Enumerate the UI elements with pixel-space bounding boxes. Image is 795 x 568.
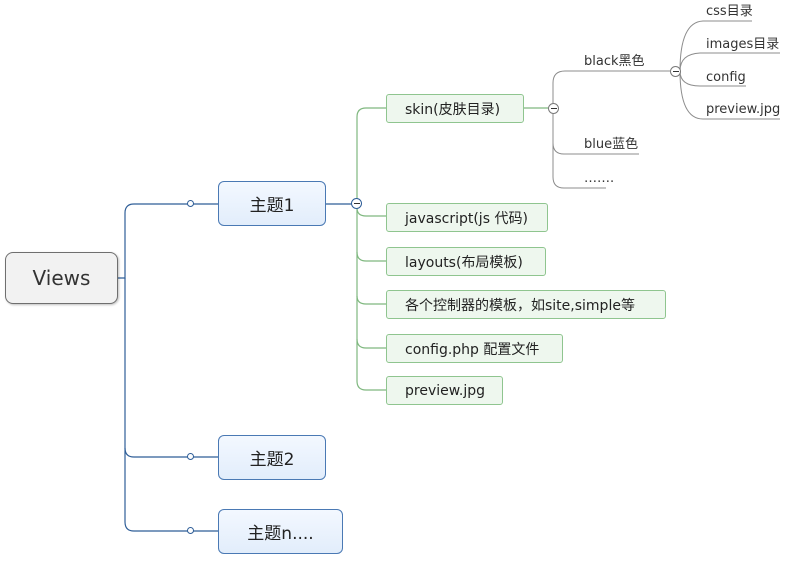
skin-connectors [552,70,670,189]
leaf-black[interactable]: black黑色 [584,54,645,69]
subtopic-label: skin(皮肤目录) [405,101,501,118]
subtopic-javascript[interactable]: javascript(js 代码) [386,203,548,232]
minus-circle-icon[interactable] [351,198,362,209]
topic-label: 主题n.... [247,524,314,544]
topic-label: 主题2 [249,450,295,470]
minus-circle-icon[interactable] [670,66,681,77]
subtopic-label: javascript(js 代码) [405,210,528,227]
subtopic-skin[interactable]: skin(皮肤目录) [386,94,524,123]
leaf-config[interactable]: config [706,70,746,85]
topic-2-node[interactable]: 主题2 [218,435,326,480]
leaf-images-dir[interactable]: images目录 [706,37,780,52]
subtopic-controller-templates[interactable]: 各个控制器的模板，如site,simple等 [386,290,666,319]
minus-circle-icon[interactable] [548,103,559,114]
subtopic-layouts[interactable]: layouts(布局模板) [386,247,546,276]
leaf-more[interactable]: ……. [584,171,615,186]
connector-dot-icon [187,200,194,207]
subtopic-config-php[interactable]: config.php 配置文件 [386,334,563,363]
topic-label: 主题1 [249,196,295,216]
leaf-blue[interactable]: blue蓝色 [584,137,639,152]
subtopic-label: preview.jpg [405,382,486,399]
root-node[interactable]: Views [5,252,118,304]
subtopic-label: config.php 配置文件 [405,341,540,358]
black-connectors [679,20,780,120]
subtopic-connectors [356,107,548,391]
subtopic-preview[interactable]: preview.jpg [386,376,503,405]
root-label: Views [32,266,91,290]
connector-dot-icon [187,453,194,460]
leaf-css-dir[interactable]: css目录 [706,4,753,19]
connector-dot-icon [187,527,194,534]
root-connectors [118,203,352,532]
subtopic-label: 各个控制器的模板，如site,simple等 [405,297,635,314]
subtopic-label: layouts(布局模板) [405,254,523,271]
topic-1-node[interactable]: 主题1 [218,181,326,226]
leaf-preview-jpg[interactable]: preview.jpg [706,102,781,117]
topic-n-node[interactable]: 主题n.... [218,509,343,554]
